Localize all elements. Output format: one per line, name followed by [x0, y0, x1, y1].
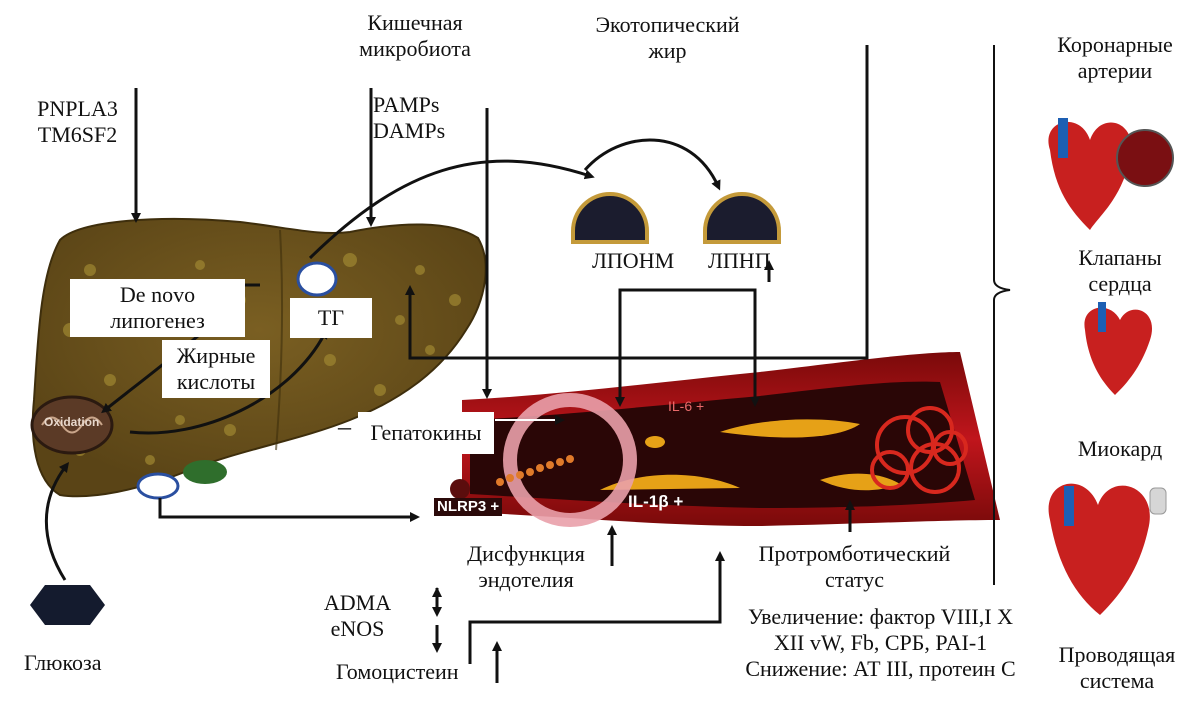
mitochondrion-icon: [30, 395, 114, 455]
hepatokines-box: Гепатокины: [358, 412, 494, 454]
il6-label: IL-6 +: [668, 398, 705, 414]
vldl-label: ЛПОНМ: [592, 248, 675, 273]
il1b-label: IL-1β +: [628, 492, 684, 511]
blood-vessel-illustration: [450, 352, 1000, 527]
homocysteine-label: Гомоцистеин: [336, 659, 459, 684]
connector-lines: [44, 45, 869, 683]
glucose-hexagon-icon: [30, 585, 105, 625]
heart-myocardium-icon: [1048, 483, 1167, 615]
glucose-label: Глюкоза: [24, 650, 102, 675]
oxidation-label: Oxidation: [44, 415, 100, 429]
nlrp3-label: NLRP3 +: [434, 498, 503, 516]
triglycerides-box: ТГ: [290, 298, 372, 338]
myocardium-label: Миокард: [1077, 436, 1163, 461]
endothelial-cell-ring: [503, 393, 637, 527]
ldl-label: ЛПНП: [708, 248, 771, 273]
hepatokines-minus-sign: –: [338, 412, 351, 441]
heart-valves-icon: [1084, 302, 1153, 395]
heart-coronary-icon: [1048, 118, 1174, 230]
organ-brace: [993, 45, 1011, 585]
